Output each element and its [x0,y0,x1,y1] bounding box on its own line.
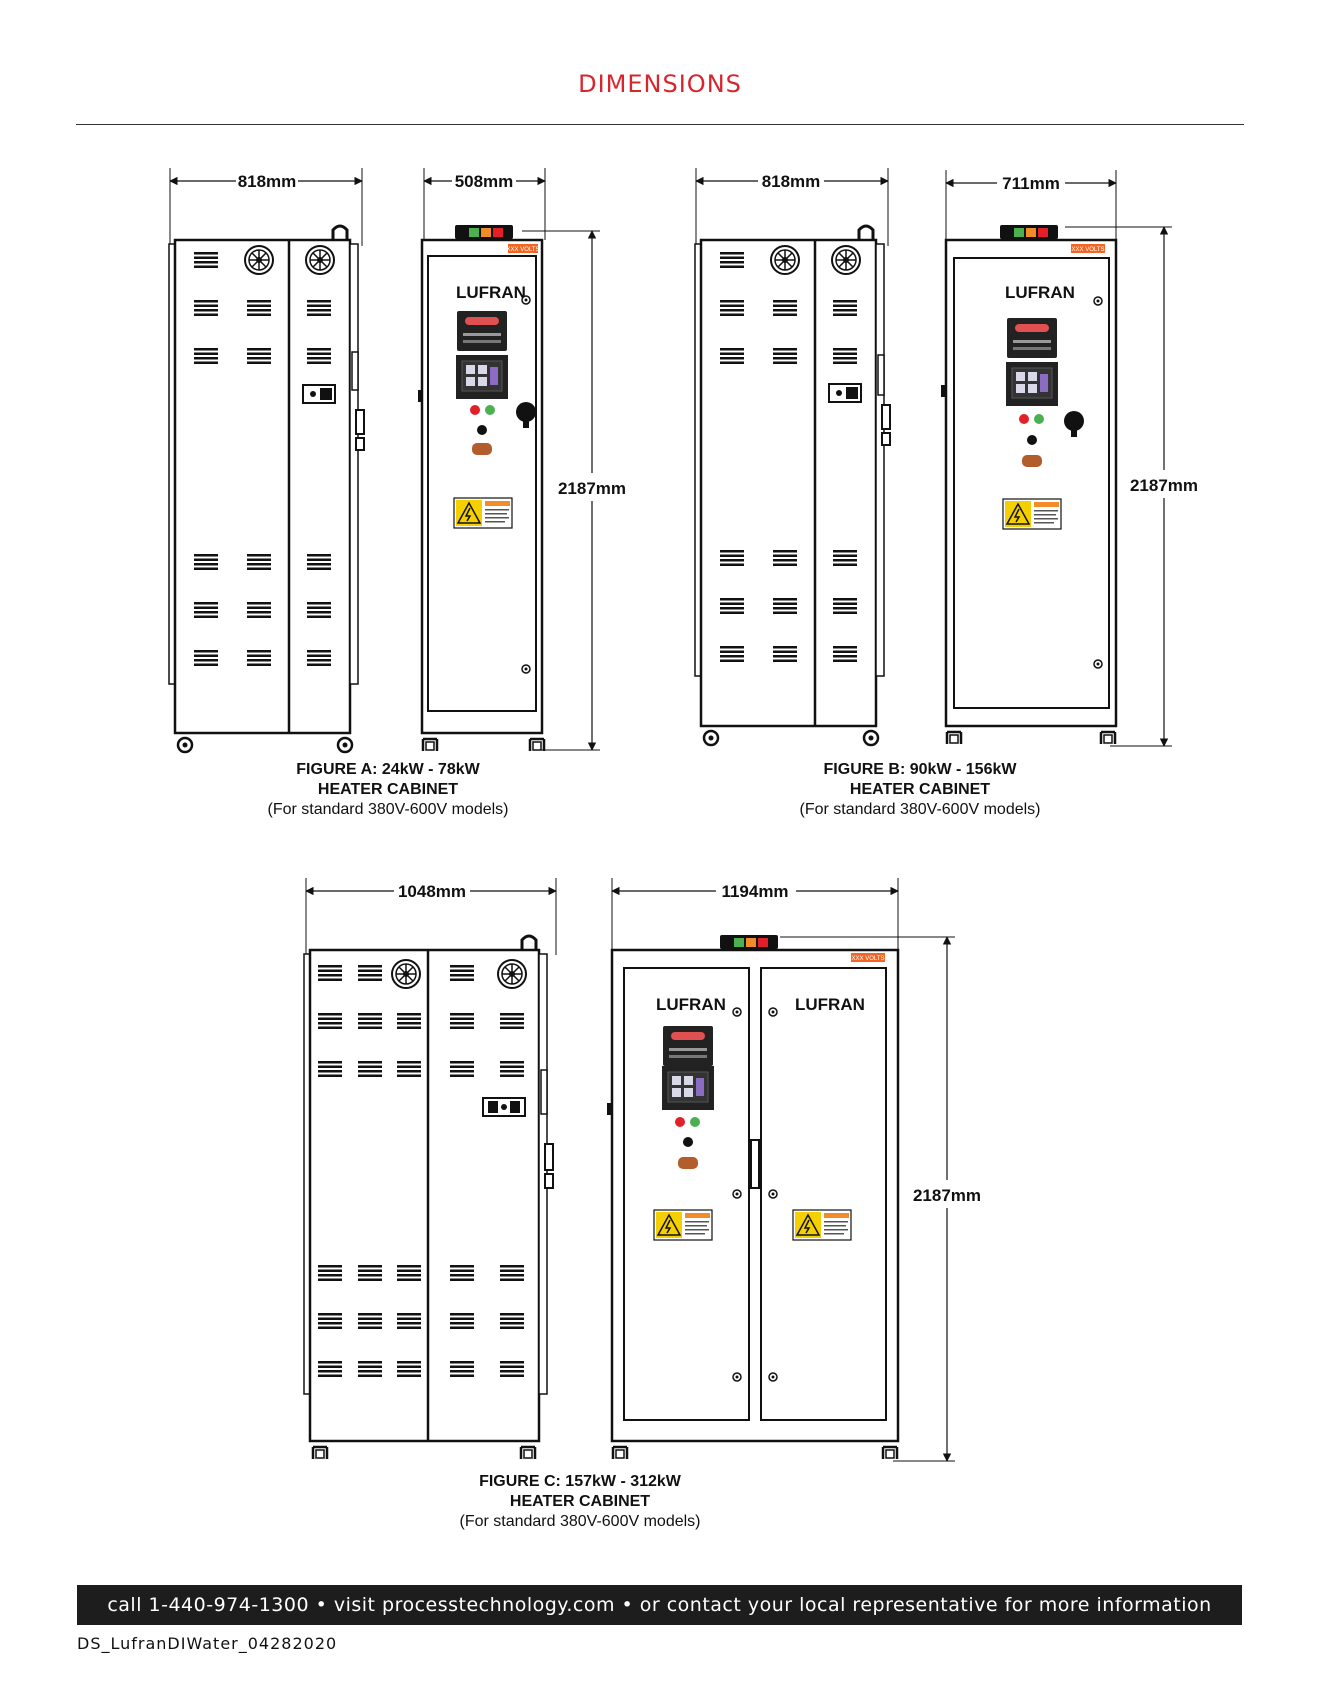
figure-c-height: 2187mm [913,1186,981,1205]
figure-c-front-view: 1194mm 2187mm XXX VOLTS LUFRAN LUFRAN [607,878,989,1462]
figure-b-front-view: 711mm 2187mm XXX VOLTS LUFRAN [941,170,1206,747]
figure-a-front-view: 508mm 2187mm XXX VOLTS LUFRAN [418,168,634,753]
figure-c-side-width: 1048mm [398,882,466,901]
figure-b-side-width: 818mm [762,172,821,191]
figure-a-note: (For standard 380V-600V models) [267,801,509,818]
title-divider [76,124,1244,125]
figure-c-title: FIGURE C: 157kW - 312kW [479,1473,681,1490]
figure-a-title: FIGURE A: 24kW - 78kW [296,761,480,778]
figure-a-side-view: 818mm [168,168,365,754]
figure-c-note: (For standard 380V-600V models) [459,1513,701,1530]
figure-b-front-width: 711mm [1002,174,1060,193]
figure-b-height: 2187mm [1130,476,1198,495]
page-title: DIMENSIONS [578,70,742,98]
figure-a-logo: LUFRAN [456,283,526,302]
svg-text:XXX VOLTS: XXX VOLTS [852,956,885,962]
svg-text:XXX VOLTS: XXX VOLTS [1072,247,1105,253]
figure-b-side-view: 818mm [694,168,891,747]
figure-c-subtitle: HEATER CABINET [509,1493,651,1510]
document-id: DS_LufranDIWater_04282020 [77,1634,338,1653]
figure-c-side-view: 1048mm [303,878,557,1461]
figure-c-logo-left: LUFRAN [656,995,726,1014]
figure-c-logo-right: LUFRAN [795,995,865,1014]
svg-text:XXX VOLTS: XXX VOLTS [507,247,540,253]
figure-b-note: (For standard 380V-600V models) [799,801,1041,818]
figure-c-caption: FIGURE C: 157kW - 312kW HEATER CABINET (… [410,1472,750,1532]
figure-b-logo: LUFRAN [1005,283,1075,302]
figure-a-front-width: 508mm [455,172,514,191]
figure-b-caption: FIGURE B: 90kW - 156kW HEATER CABINET (F… [750,760,1090,820]
figure-a-caption: FIGURE A: 24kW - 78kW HEATER CABINET (Fo… [218,760,558,820]
figure-a-height: 2187mm [558,479,626,498]
figure-a-subtitle: HEATER CABINET [317,781,459,798]
figure-b-subtitle: HEATER CABINET [849,781,991,798]
figure-c-front-width: 1194mm [721,882,788,901]
footer-contact-bar: call 1-440-974-1300 • visit processtechn… [77,1585,1242,1625]
figure-b-title: FIGURE B: 90kW - 156kW [823,761,1017,778]
figure-a-side-width: 818mm [238,172,297,191]
